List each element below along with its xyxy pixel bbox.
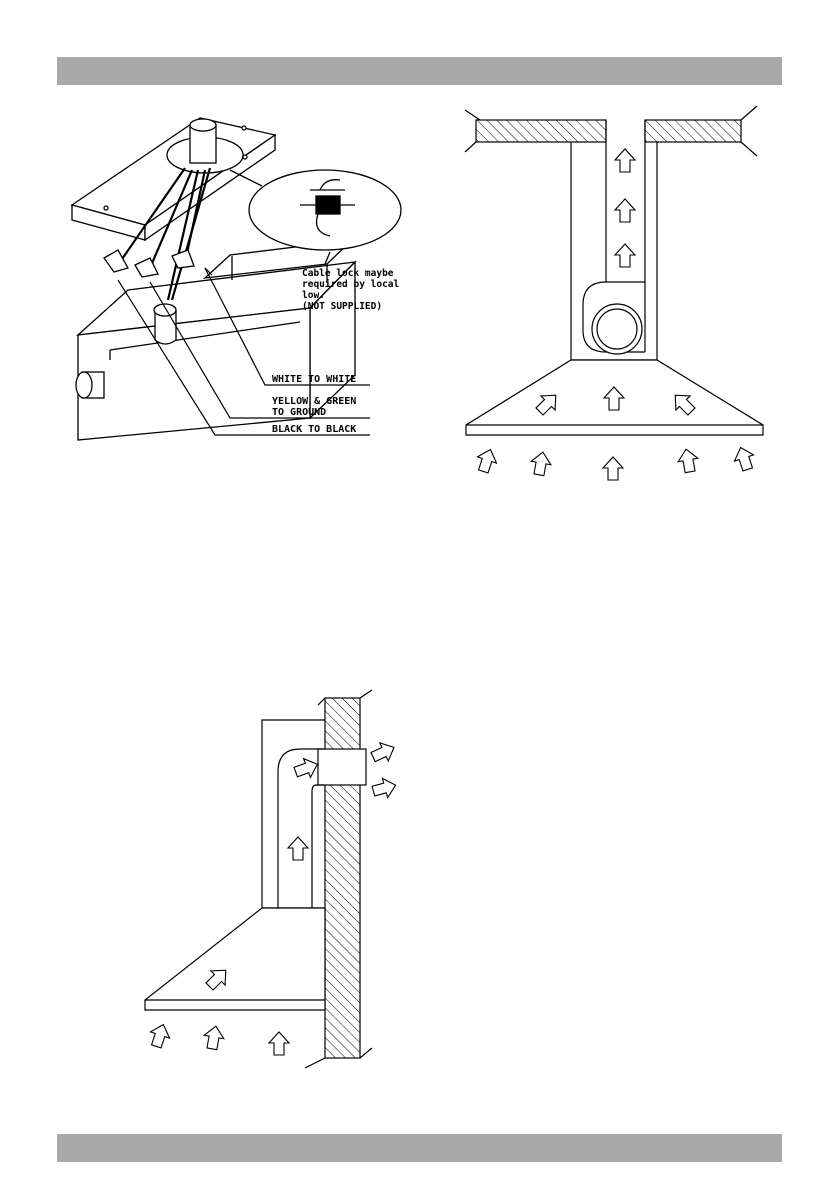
note-line-3: low. [302,290,325,301]
label-yellow-green-line1: YELLOW & GREEN [272,396,356,407]
label-black-to-black: BLACK TO BLACK [272,424,356,435]
wall-vent-diagram [145,690,372,1068]
cable-lock-callout [230,170,401,264]
ceiling-left [476,120,606,142]
note-line-2: required by local [302,279,400,290]
label-white-to-white: WHITE TO WHITE [272,374,356,385]
mounting-plate [72,118,275,240]
ceiling-right [645,120,741,142]
ceiling-vent-diagram [465,106,763,435]
label-yellow-green-line2: TO GROUND [272,407,326,418]
cable-grommet [154,304,176,344]
note-line-1: Cable lock maybe [302,268,394,279]
note-line-4: (NOT SUPPLIED) [302,301,382,312]
cable-knob [76,372,104,398]
